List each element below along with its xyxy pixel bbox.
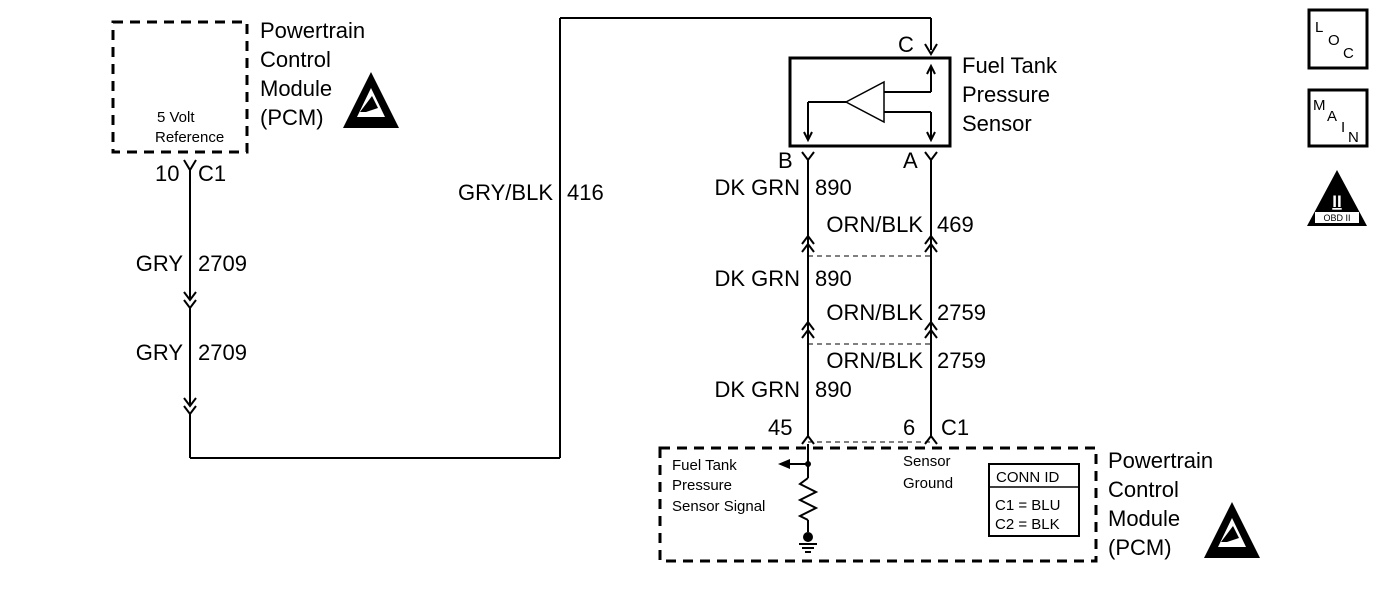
loc-letter-2: O	[1328, 32, 1340, 49]
ref-upper-color: GRY	[136, 251, 184, 276]
pcm-ground-terminal-mark	[924, 434, 938, 445]
conn-id-row-2: C2 = BLK	[995, 516, 1060, 533]
fuel-tank-pressure-sensor: C Fuel Tank Pressure Sensor B A	[778, 32, 1058, 173]
ground-label-line-1: Sensor	[903, 453, 951, 470]
sensor-terminal-c: C	[898, 32, 914, 57]
ground-icon	[799, 543, 817, 553]
pcm-top-terminal-mark	[183, 159, 197, 172]
sensor-a-terminal-mark	[924, 151, 938, 162]
ground-1-circuit: 469	[937, 212, 974, 237]
loc-letter-1: L	[1315, 19, 1323, 36]
signal-1-color: DK GRN	[714, 175, 800, 200]
loc-letter-3: C	[1343, 45, 1354, 62]
conn-id-table: CONN ID C1 = BLU C2 = BLK	[988, 463, 1080, 537]
signal-connector-2	[801, 320, 815, 339]
reference-wire: GRY 2709 GRY 2709 GRY/BLK 416	[136, 17, 938, 459]
sensor-name-line-3: Sensor	[962, 111, 1032, 136]
pcm-top: 5 Volt Reference Powertrain Control Modu…	[111, 18, 399, 186]
pcm-top-box	[111, 20, 249, 154]
ground-2-circuit: 2759	[937, 300, 986, 325]
sensor-terminal-a: A	[903, 148, 918, 173]
signal-2-circuit: 890	[815, 266, 852, 291]
ground-connector-1	[924, 234, 938, 253]
pcm-top-circuit-line-1: 5 Volt	[157, 109, 195, 126]
obd-label: OBD II	[1323, 213, 1350, 223]
signal-label-line-1: Fuel Tank	[672, 457, 737, 474]
ground-1-color: ORN/BLK	[826, 212, 923, 237]
ground-node	[803, 532, 813, 542]
signal-arrow-icon	[778, 459, 790, 469]
ref-long-circuit: 416	[567, 180, 604, 205]
sensor-name-line-2: Pressure	[962, 82, 1050, 107]
ground-3-color: ORN/BLK	[826, 348, 923, 373]
pcm-bottom-box	[658, 446, 1098, 563]
signal-2-color: DK GRN	[714, 266, 800, 291]
pull-down-resistor-icon	[797, 477, 819, 521]
pcm-bottom: 45 6 C1 Fuel Tank Pressure Sensor Signal…	[658, 415, 1260, 563]
pcm-bottom-name-line-4: (PCM)	[1108, 535, 1172, 560]
main-letter-2: A	[1327, 108, 1337, 125]
ref-upper-circuit: 2709	[198, 251, 247, 276]
pcm-top-name-line-3: Module	[260, 76, 332, 101]
pcm-bottom-signal-pin: 45	[768, 415, 792, 440]
ref-long-color: GRY/BLK	[458, 180, 553, 205]
sensor-box	[788, 56, 952, 148]
obd-numeral: II	[1332, 192, 1341, 211]
pcm-top-name-line-4: (PCM)	[260, 105, 324, 130]
pcm-top-name-line-1: Powertrain	[260, 18, 365, 43]
main-icon[interactable]: M A I N	[1307, 88, 1369, 148]
loc-icon[interactable]: L O C	[1307, 8, 1369, 70]
pcm-top-name-line-2: Control	[260, 47, 331, 72]
pcm-top-connector: C1	[198, 161, 226, 186]
main-letter-4: N	[1348, 129, 1359, 146]
pcm-bottom-name-line-2: Control	[1108, 477, 1179, 502]
sensor-c-terminal-mark	[924, 43, 938, 56]
amplifier-symbol	[803, 63, 936, 143]
sensor-b-terminal-mark	[801, 151, 815, 162]
ground-connector-2	[924, 320, 938, 339]
pcm-bottom-ground-pin: 6	[903, 415, 915, 440]
ref-lower-color: GRY	[136, 340, 184, 365]
signal-3-color: DK GRN	[714, 377, 800, 402]
signal-label-line-2: Pressure	[672, 477, 732, 494]
pcm-top-pin: 10	[155, 161, 179, 186]
signal-label-line-3: Sensor Signal	[672, 498, 765, 515]
sensor-terminal-b: B	[778, 148, 793, 173]
esd-warning-icon	[1204, 502, 1260, 558]
signal-3-circuit: 890	[815, 377, 852, 402]
ground-2-color: ORN/BLK	[826, 300, 923, 325]
pcm-bottom-connector: C1	[941, 415, 969, 440]
signal-ground-wires: DK GRN 890 ORN/BLK 469 DK GRN 890 ORN/BL…	[714, 151, 986, 445]
sensor-name-line-1: Fuel Tank	[962, 53, 1058, 78]
pcm-bottom-name-line-3: Module	[1108, 506, 1180, 531]
pcm-top-circuit-line-2: Reference	[155, 129, 224, 146]
ground-3-circuit: 2759	[937, 348, 986, 373]
main-letter-3: I	[1341, 119, 1345, 136]
signal-1-circuit: 890	[815, 175, 852, 200]
esd-warning-icon	[343, 72, 399, 128]
main-letter-1: M	[1313, 97, 1326, 114]
obd-ii-icon[interactable]: II OBD II	[1307, 170, 1367, 226]
ref-lower-circuit: 2709	[198, 340, 247, 365]
signal-connector-1	[801, 234, 815, 253]
conn-id-title: CONN ID	[996, 469, 1060, 486]
pcm-signal-terminal-mark	[801, 434, 815, 445]
ground-label-line-2: Ground	[903, 475, 953, 492]
pcm-bottom-name-line-1: Powertrain	[1108, 448, 1213, 473]
conn-id-row-1: C1 = BLU	[995, 497, 1060, 514]
